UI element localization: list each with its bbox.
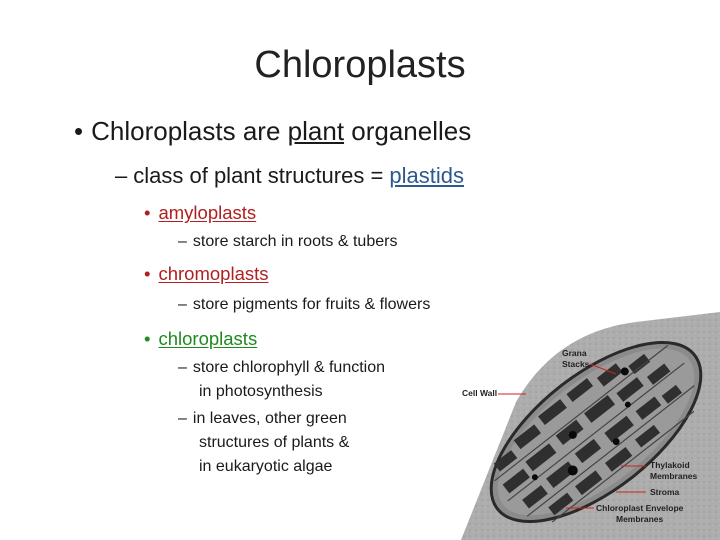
chloroplasts-detail-1b: in photosynthesis	[199, 383, 323, 400]
detail-text: store chlorophyll & function	[192, 359, 386, 376]
detail-text: store starch in roots & tubers	[192, 233, 398, 250]
label-membranes: Membranes	[650, 471, 698, 481]
item-chloroplasts: • chloroplasts	[144, 328, 257, 350]
chloroplasts-detail-2c: in eukaryotic algae	[199, 458, 333, 475]
chloroplasts-detail-2b: structures of plants &	[199, 434, 350, 451]
sub-bullet-plastids: –class of plant structures = plastids	[115, 163, 464, 189]
item-chromoplasts: • chromoplasts	[144, 263, 269, 285]
plant-link[interactable]: plant	[287, 116, 345, 146]
detail-text: in leaves, other green	[192, 410, 347, 427]
bullet-dot: •	[144, 202, 151, 223]
dash-marker: –	[178, 233, 187, 250]
bullet1-pre: Chloroplasts are	[91, 116, 288, 146]
bullet-dot: •	[74, 116, 84, 146]
dash-marker: –	[178, 359, 187, 376]
bullet-chloroplasts-are-plant: •Chloroplasts are plant organelles	[74, 116, 471, 147]
chloroplasts-link[interactable]: chloroplasts	[158, 328, 258, 349]
chromoplasts-detail: –store pigments for fruits & flowers	[178, 296, 430, 314]
label-grana: Grana	[562, 348, 587, 358]
bullet-dot: •	[144, 328, 151, 349]
dash-marker: –	[178, 410, 187, 427]
amyloplasts-detail: –store starch in roots & tubers	[178, 233, 397, 251]
chromoplasts-link[interactable]: chromoplasts	[158, 263, 269, 284]
bullet1-post: organelles	[344, 116, 472, 146]
label-stroma: Stroma	[650, 487, 680, 497]
chloroplast-micrograph: Grana Stacks Cell Wall Thylakoid Membran…	[456, 312, 720, 540]
plastids-link[interactable]: plastids	[389, 163, 465, 188]
chloroplasts-detail-2: –in leaves, other green	[178, 410, 347, 428]
bullet-dot: •	[144, 263, 151, 284]
label-envelope-membranes: Membranes	[616, 514, 664, 524]
label-envelope: Chloroplast Envelope	[596, 503, 684, 513]
detail-text: store pigments for fruits & flowers	[192, 296, 431, 313]
item-amyloplasts: • amyloplasts	[144, 202, 256, 224]
label-thylakoid: Thylakoid	[650, 460, 690, 470]
dash-marker: –	[178, 296, 187, 313]
slide-title: Chloroplasts	[254, 44, 466, 86]
dash-marker: –	[115, 163, 128, 188]
sub1-pre: class of plant structures =	[133, 163, 390, 188]
amyloplasts-link[interactable]: amyloplasts	[158, 202, 257, 223]
chloroplast-body	[489, 340, 703, 524]
label-stacks: Stacks	[562, 359, 590, 369]
chloroplasts-detail-1: –store chlorophyll & function	[178, 359, 385, 377]
label-cell-wall: Cell Wall	[462, 388, 497, 398]
